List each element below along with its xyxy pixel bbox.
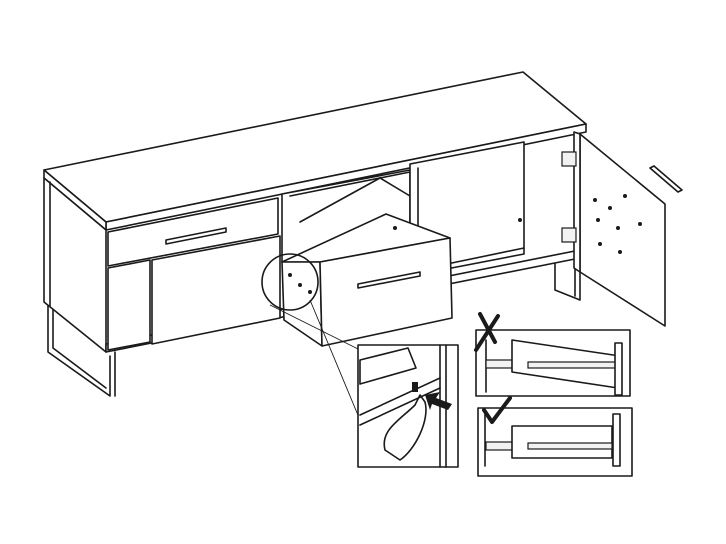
correct-inset bbox=[477, 396, 633, 477]
check-mark-icon bbox=[482, 396, 512, 424]
slide-magnifier-circle bbox=[261, 253, 319, 311]
right-door-open bbox=[579, 133, 666, 327]
left-small-panel bbox=[107, 259, 151, 351]
open-drawer-handle bbox=[357, 271, 421, 289]
incorrect-inset bbox=[474, 312, 631, 397]
arrow-icon bbox=[425, 392, 452, 410]
cross-mark-icon bbox=[474, 312, 500, 352]
hinge-icons bbox=[561, 151, 577, 243]
top-drawer-handle bbox=[165, 227, 227, 245]
left-door bbox=[151, 235, 281, 345]
hand-release-inset bbox=[357, 344, 459, 468]
loose-handle bbox=[649, 165, 683, 193]
top-drawer-front bbox=[107, 197, 279, 267]
open-drawer-front bbox=[319, 237, 453, 347]
left-legs bbox=[47, 305, 116, 397]
cabinet bbox=[43, 71, 683, 397]
right-legs bbox=[554, 261, 581, 301]
